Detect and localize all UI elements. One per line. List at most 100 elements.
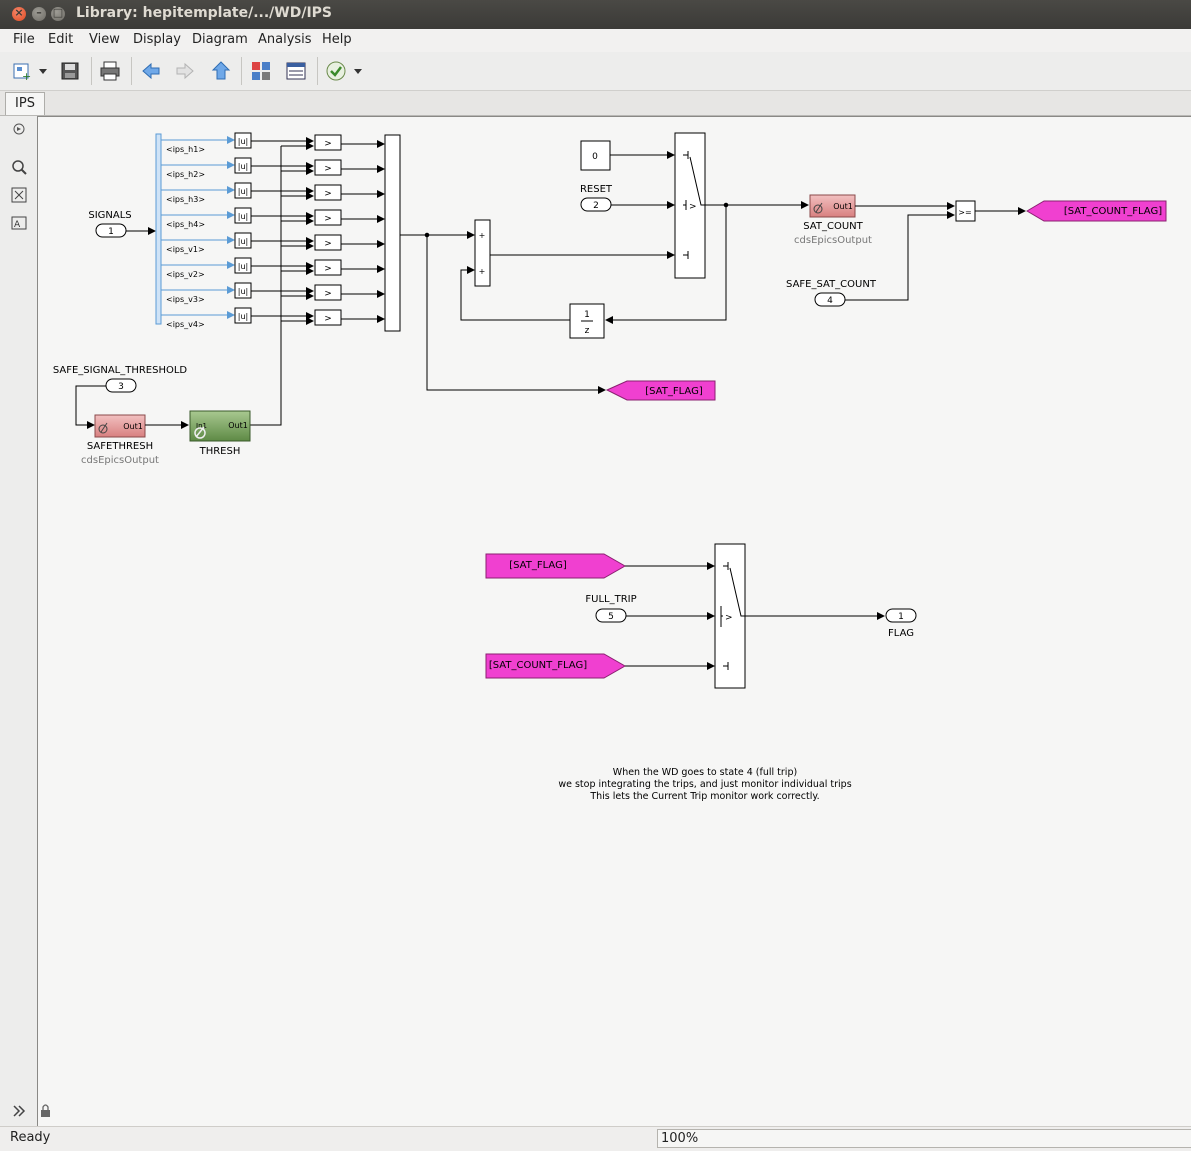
bus-row-v3: <ips_v3> |u| > +	[161, 282, 394, 304]
thresh-name: THRESH	[199, 446, 241, 457]
switch-internals	[683, 151, 705, 259]
safethresh-name: SAFETHRESH	[87, 441, 153, 452]
compare-block[interactable]	[314, 234, 342, 251]
compare-label: >	[324, 214, 332, 224]
goto-sat-flag-label: [SAT_FLAG]	[645, 386, 703, 397]
menu-help[interactable]: Help	[322, 32, 352, 47]
toolbar: +	[0, 52, 1191, 91]
link-icon	[194, 426, 206, 439]
close-window-button[interactable]: ×	[12, 6, 26, 21]
full-trip-label: FULL_TRIP	[585, 594, 636, 605]
sum-block-8[interactable]	[384, 134, 401, 332]
hide-explorer-button[interactable]	[11, 122, 27, 138]
zoom-icon	[12, 160, 27, 175]
constant-block[interactable]	[580, 140, 611, 171]
from-sat-count-flag[interactable]	[485, 653, 627, 679]
check-dropdown[interactable]	[351, 59, 365, 83]
compare-block[interactable]	[314, 309, 342, 326]
toolbar-separator	[91, 57, 92, 85]
bus-selector[interactable]	[155, 133, 162, 325]
maximize-window-button[interactable]: □	[51, 6, 65, 21]
goto-sat-count-flag[interactable]	[1026, 200, 1167, 222]
new-model-button[interactable]: +	[10, 59, 34, 83]
threshold-bus	[250, 142, 314, 426]
bus-signal-rows: <ips_h1> |u| > + <ips_h2> |u| > +	[161, 132, 394, 329]
full-trip-number: 5	[608, 612, 614, 622]
thresh-out-port: Out1	[228, 421, 248, 430]
diagram-canvas[interactable]: SIGNALS 1 <ips_h1> |u| > + <ips_h2>	[38, 116, 1191, 1127]
threshold-inport-number: 3	[118, 382, 124, 392]
menu-display[interactable]: Display	[133, 32, 181, 47]
bus-row-h4: <ips_h4> |u| > +	[161, 207, 394, 229]
fit-to-view-button[interactable]	[11, 187, 27, 203]
up-button[interactable]	[209, 59, 233, 83]
thresh-block[interactable]	[189, 410, 251, 442]
zoom-button[interactable]	[11, 159, 27, 175]
bus-signal-label: <ips_h2>	[166, 170, 205, 179]
bus-row-v1: <ips_v1> |u| > +	[161, 232, 394, 254]
menu-analysis[interactable]: Analysis	[258, 32, 312, 47]
abs-label: |u|	[238, 262, 248, 271]
library-browser-button[interactable]	[249, 59, 273, 83]
compare-label: >	[324, 314, 332, 324]
save-button[interactable]	[58, 59, 82, 83]
compare-block[interactable]	[314, 209, 342, 226]
expand-palette-button[interactable]	[11, 1103, 27, 1119]
simulink-diagram: SIGNALS 1 <ips_h1> |u| > + <ips_h2>	[41, 132, 1167, 1117]
safethresh-block[interactable]	[94, 414, 146, 438]
sum-output-lines	[400, 231, 606, 394]
checkmark-icon	[326, 61, 346, 81]
model-explorer-button[interactable]	[284, 59, 308, 83]
compare-block[interactable]	[314, 284, 342, 301]
svg-text:+: +	[22, 70, 31, 82]
from-sat-count-flag-label: [SAT_COUNT_FLAG]	[489, 660, 587, 671]
bus-signal-label: <ips_v4>	[166, 320, 205, 329]
threshold-inport-label: SAFE_SIGNAL_THRESHOLD	[53, 365, 188, 376]
forward-button[interactable]	[173, 59, 197, 83]
bus-signal-label: <ips_h1>	[166, 145, 205, 154]
menu-file[interactable]: File	[13, 32, 35, 47]
annotation-button[interactable]: A	[11, 215, 27, 231]
delay-denominator: z	[585, 326, 590, 336]
zoom-level[interactable]: 100%	[657, 1129, 1191, 1148]
fit-view-icon	[11, 187, 27, 203]
menu-diagram[interactable]: Diagram	[192, 32, 248, 47]
sum-block-2[interactable]	[474, 219, 491, 287]
compare-label: >	[324, 239, 332, 249]
tab-ips[interactable]: IPS	[5, 92, 45, 115]
compare-label: >	[324, 264, 332, 274]
sum-sign: +	[479, 267, 486, 276]
goto-sat-flag[interactable]	[605, 380, 716, 401]
from-sat-flag-label: [SAT_FLAG]	[509, 560, 567, 571]
new-model-dropdown[interactable]	[36, 59, 50, 83]
abs-label: |u|	[238, 187, 248, 196]
compare-block[interactable]	[314, 184, 342, 201]
bus-row-h2: <ips_h2> |u| > +	[161, 157, 394, 179]
left-palette: A	[0, 116, 38, 1126]
compare-block[interactable]	[314, 134, 342, 151]
status-text: Ready	[10, 1130, 51, 1145]
compare-label: >	[324, 164, 332, 174]
arrow-right-icon	[176, 62, 194, 80]
annotation-icon: A	[11, 216, 27, 230]
sat-count-port: Out1	[833, 202, 853, 211]
arrow-left-icon	[142, 62, 160, 80]
compare-label: >	[324, 139, 332, 149]
from-sat-flag[interactable]	[485, 553, 627, 579]
signal-line	[460, 266, 570, 321]
switch-output-lines	[605, 201, 809, 324]
bus-row-h3: <ips_h3> |u| > +	[161, 182, 394, 204]
safe-sat-count-number: 4	[827, 296, 833, 306]
svg-text:A: A	[14, 220, 21, 230]
check-button[interactable]	[324, 59, 348, 83]
menu-edit[interactable]: Edit	[48, 32, 74, 47]
flag-outport[interactable]	[885, 608, 917, 623]
back-button[interactable]	[139, 59, 163, 83]
minimize-window-button[interactable]: –	[32, 6, 46, 21]
menu-view[interactable]: View	[89, 32, 120, 47]
chevron-down-icon	[39, 69, 47, 74]
tab-strip: IPS	[0, 91, 1191, 116]
print-button[interactable]	[98, 59, 122, 83]
compare-block[interactable]	[314, 259, 342, 276]
compare-block[interactable]	[314, 159, 342, 176]
